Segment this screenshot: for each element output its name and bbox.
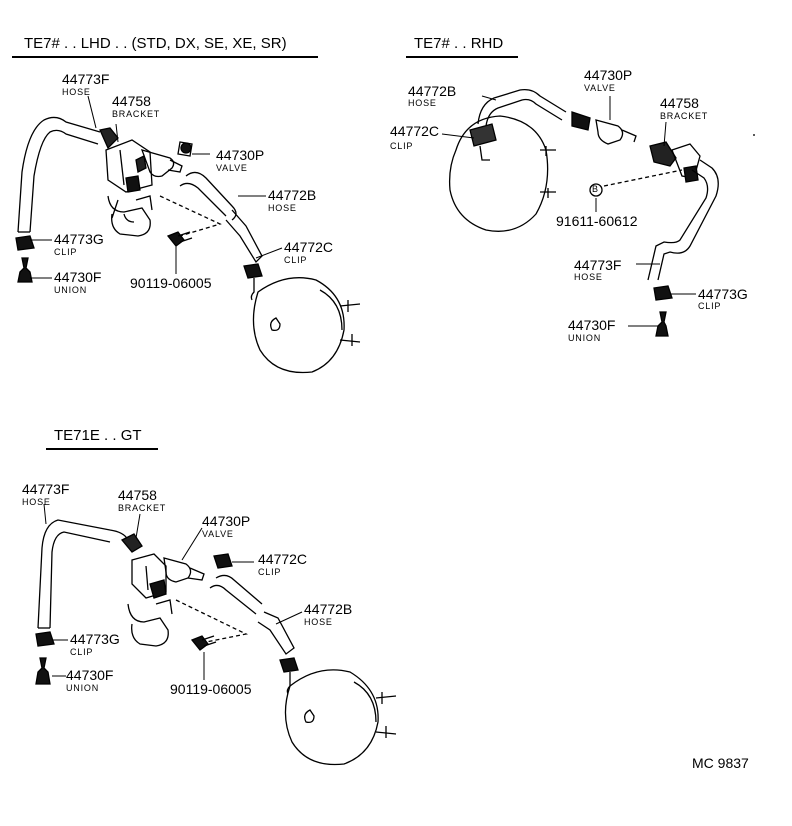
- rhd-label-44773g-name: CLIP: [698, 301, 722, 311]
- lhd-label-44730p-number: 44730P: [216, 147, 265, 163]
- gt-label-44773f-number: 44773F: [22, 481, 70, 497]
- lhd-hose-44772b: [180, 172, 262, 262]
- rhd-label-44730f-name: UNION: [568, 333, 601, 343]
- lhd-label-44772b-number: 44772B: [268, 187, 317, 203]
- gt-label-44773g-name: CLIP: [70, 647, 94, 657]
- lhd-label-44730f-name: UNION: [54, 285, 87, 295]
- rhd-label-44772c-name: CLIP: [390, 141, 414, 151]
- gt-label-44730f-name: UNION: [66, 683, 99, 693]
- lhd-label-44773g-name: CLIP: [54, 247, 78, 257]
- gt-label-44772c-name: CLIP: [258, 567, 282, 577]
- section-title-gt-underline: [46, 448, 158, 450]
- lhd-union-44730f: [18, 258, 32, 282]
- lhd-label-44758-name: BRACKET: [112, 109, 161, 119]
- gt-label-44773f-name: HOSE: [22, 497, 51, 507]
- lhd-label-44773g-number: 44773G: [54, 231, 104, 247]
- lhd-assembly: [16, 117, 360, 372]
- rhd-brake-booster: [450, 116, 556, 231]
- rhd-label-44773f-name: HOSE: [574, 272, 603, 282]
- lhd-label-44758-number: 44758: [112, 93, 151, 109]
- rhd-label-44772b-name: HOSE: [408, 98, 437, 108]
- gt-hose-44772b: [210, 575, 294, 654]
- lhd-label-44730f-number: 44730F: [54, 269, 102, 285]
- gt-label-90119-number: 90119-06005: [170, 681, 252, 697]
- section-title-rhd: TE7# . . RHD: [414, 35, 504, 52]
- rhd-hose-44773f: [648, 160, 718, 280]
- gt-label-44730p-number: 44730P: [202, 513, 251, 529]
- rhd-label-44758-name: BRACKET: [660, 111, 709, 121]
- rhd-callout-circle: [590, 184, 602, 196]
- lhd-brake-booster: [253, 278, 360, 373]
- gt-label-44730p-name: VALVE: [202, 529, 234, 539]
- gt-valve-44730p: [164, 558, 204, 582]
- lhd-label-44773f-number: 44773F: [62, 71, 110, 87]
- gt-union-44730f: [36, 658, 50, 684]
- rhd-label-44773f-number: 44773F: [574, 257, 622, 273]
- lhd-label-90119-number: 90119-06005: [130, 275, 212, 291]
- rhd-label-91611-number: 91611-60612: [556, 213, 638, 229]
- figure-code: MC 9837: [692, 755, 749, 771]
- gt-label-44772b-number: 44772B: [304, 601, 353, 617]
- section-title-lhd: TE7# . . LHD . . (STD, DX, SE, XE, SR): [24, 35, 287, 52]
- gt-bolt-90119: [192, 636, 216, 650]
- rhd-label-44773g-number: 44773G: [698, 286, 748, 302]
- lhd-label-44772c-number: 44772C: [284, 239, 334, 255]
- gt-label-44773g-number: 44773G: [70, 631, 120, 647]
- section-title-gt: TE71E . . GT: [54, 427, 142, 444]
- lhd-clip-44772c: [244, 264, 262, 278]
- gt-label-44772b-name: HOSE: [304, 617, 333, 627]
- gt-label-44730f-number: 44730F: [66, 667, 114, 683]
- rhd-valve-44730p: [572, 112, 636, 144]
- rhd-label-44730f-number: 44730F: [568, 317, 616, 333]
- gt-booster-clip: [280, 658, 298, 672]
- gt-brake-booster: [285, 670, 396, 765]
- section-title-lhd-underline: [12, 56, 318, 58]
- rhd-callout-letter: B: [592, 184, 599, 194]
- section-title-rhd-underline: [406, 56, 518, 58]
- lhd-label-44773f-name: HOSE: [62, 87, 91, 97]
- rhd-hose-44772b: [470, 90, 566, 160]
- gt-hose-44773f: [38, 520, 128, 628]
- leader-lines: [30, 96, 696, 680]
- rhd-union-44730f: [656, 312, 668, 336]
- rhd-label-44730p-number: 44730P: [584, 67, 633, 83]
- rhd-label-44772b-number: 44772B: [408, 83, 457, 99]
- rhd-label-44758-number: 44758: [660, 95, 699, 111]
- lhd-bracket-44758: [100, 128, 152, 236]
- gt-assembly: [36, 520, 396, 765]
- lhd-label-44730p-name: VALVE: [216, 163, 248, 173]
- rhd-label-44730p-name: VALVE: [584, 83, 616, 93]
- rhd-bracket-44758: [650, 142, 700, 182]
- lhd-label-44772c-name: CLIP: [284, 255, 308, 265]
- gt-bracket-44758: [122, 534, 172, 646]
- lhd-valve-44730p: [142, 142, 192, 177]
- gt-label-44772c-number: 44772C: [258, 551, 308, 567]
- lhd-label-44772b-name: HOSE: [268, 203, 297, 213]
- gt-clip-44773g: [36, 632, 54, 646]
- gt-label-44758-name: BRACKET: [118, 503, 167, 513]
- rhd-clip-44773g: [654, 286, 672, 300]
- lhd-hose-44773f: [18, 117, 100, 232]
- rhd-label-44772c-number: 44772C: [390, 123, 440, 139]
- lhd-clip-44773g: [16, 236, 34, 250]
- rhd-assembly: [450, 90, 754, 336]
- gt-label-44758-number: 44758: [118, 487, 157, 503]
- gt-clip-44772c: [214, 554, 232, 568]
